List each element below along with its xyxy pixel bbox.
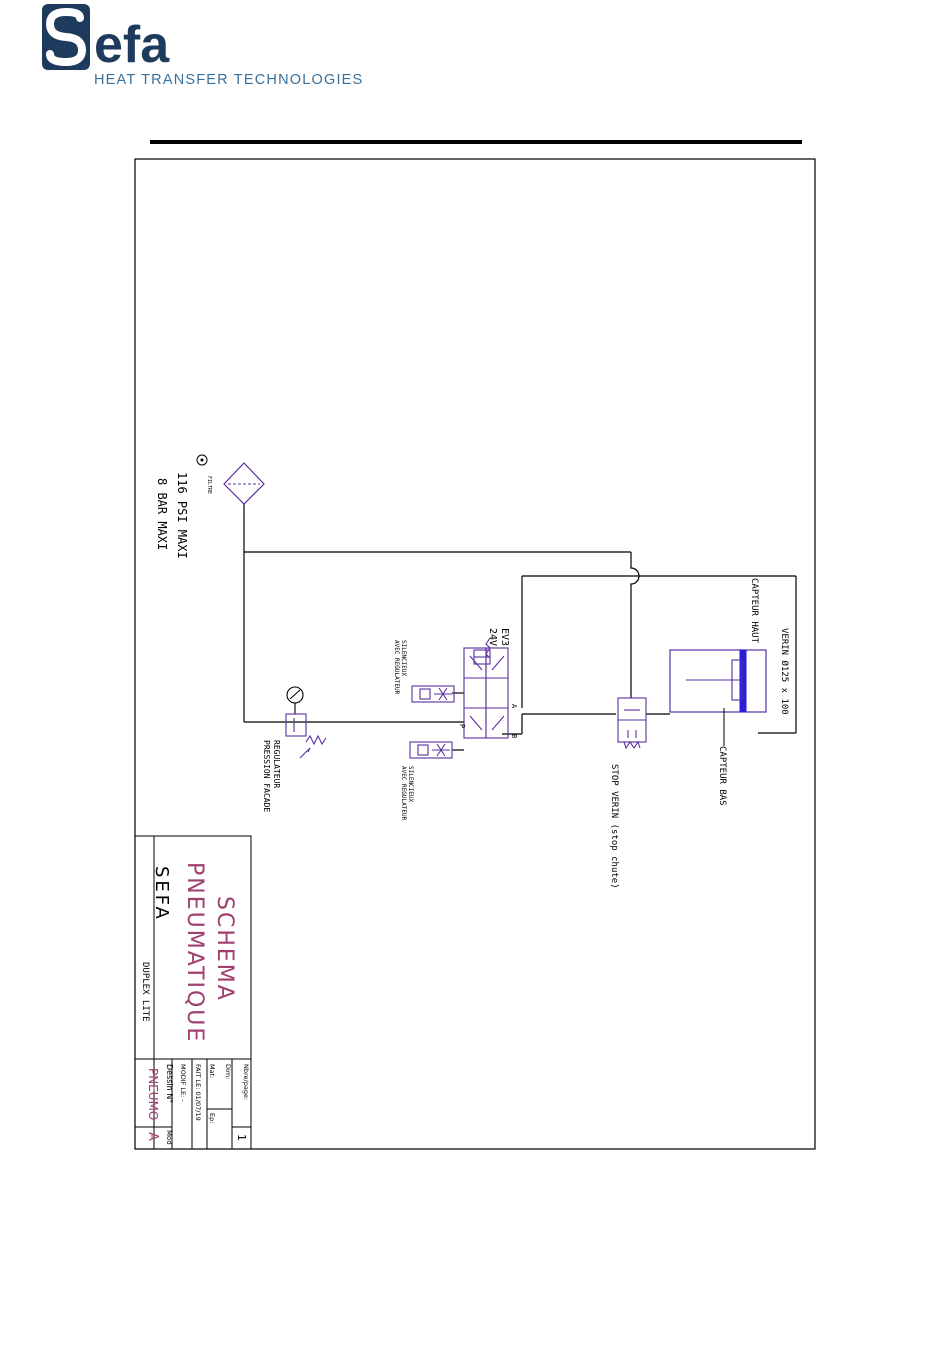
company-name: SEFA	[151, 866, 172, 922]
logo-s-glyph	[45, 7, 87, 67]
dessin-value: PNEUMO	[146, 1068, 160, 1120]
filter-label: FILTRE	[206, 476, 212, 494]
silencer-top-symbol	[411, 685, 455, 703]
nbre-page-label: Nbre/page:	[242, 1064, 250, 1100]
pneumatic-drawing: FILTRE 116 PSI MAXI 8 BAR MAXI REGULATEU…	[134, 158, 816, 1150]
dessin-label: Dessin N°	[165, 1064, 174, 1103]
title-line1: SCHEMA	[212, 896, 237, 1002]
regulator-label-line1: REGULATEUR	[272, 740, 281, 788]
sensor-top-label: CAPTEUR HAUT	[749, 578, 759, 644]
stop-verin-label: STOP VERIN (stop chute)	[609, 764, 619, 889]
silencer-bottom-label-line2: AVEC REGULATEUR	[400, 766, 407, 821]
pressure-regulator-symbol	[285, 686, 327, 759]
filter-symbol: FILTRE	[196, 454, 265, 505]
dim-label: Dim:	[224, 1064, 232, 1079]
pressure-psi-label: 116 PSI MAXI	[175, 472, 189, 559]
silencer-bottom-symbol	[409, 741, 453, 759]
silencer-top-label-line2: AVEC REGULATEUR	[393, 640, 400, 695]
cylinder-verin	[669, 649, 767, 746]
ev3-solenoid-valve	[463, 637, 509, 739]
air-lines	[243, 503, 797, 751]
page-number: 1	[235, 1134, 248, 1141]
valve-port-p: P	[458, 724, 466, 728]
mod-label: Mod	[165, 1130, 173, 1145]
regulator-label-line2: PRESSION FACADE	[262, 740, 271, 812]
drawing-frame	[134, 158, 816, 1150]
product-name: DUPLEX LITE	[140, 962, 150, 1022]
sensor-bottom-label: CAPTEUR BAS	[717, 746, 727, 806]
pressure-bar-label: 8 BAR MAXI	[155, 478, 169, 550]
valve-port-a: A	[510, 704, 518, 709]
sefa-logo: efa HEAT TRANSFER TECHNOLOGIES	[38, 2, 378, 92]
title-block	[134, 835, 252, 1150]
fait-le: FAIT LE: 01/07/19	[194, 1064, 202, 1121]
ep-label: Ep:	[208, 1113, 216, 1123]
silencer-top-label-line1: SILENCIEUX	[400, 640, 407, 677]
logo-brand-text: efa	[94, 16, 170, 74]
valve-ev3-label: EV3	[499, 628, 510, 646]
title-line2: PNEUMATIQUE	[182, 862, 207, 1043]
modif-le: MODIF LE: -	[179, 1064, 187, 1102]
header-rule	[150, 140, 802, 144]
valve-voltage-label: 24V	[487, 628, 498, 646]
logo-tagline: HEAT TRANSFER TECHNOLOGIES	[94, 72, 363, 88]
mat-label: Mat:	[208, 1064, 216, 1078]
silencer-bottom-label-line1: SILENCIEUX	[407, 766, 414, 803]
cylinder-label: VERIN Ø125 x 100	[779, 628, 790, 715]
mod-value: A	[145, 1132, 160, 1141]
valve-port-b: B	[510, 734, 518, 738]
stop-verin-valve	[617, 697, 647, 750]
